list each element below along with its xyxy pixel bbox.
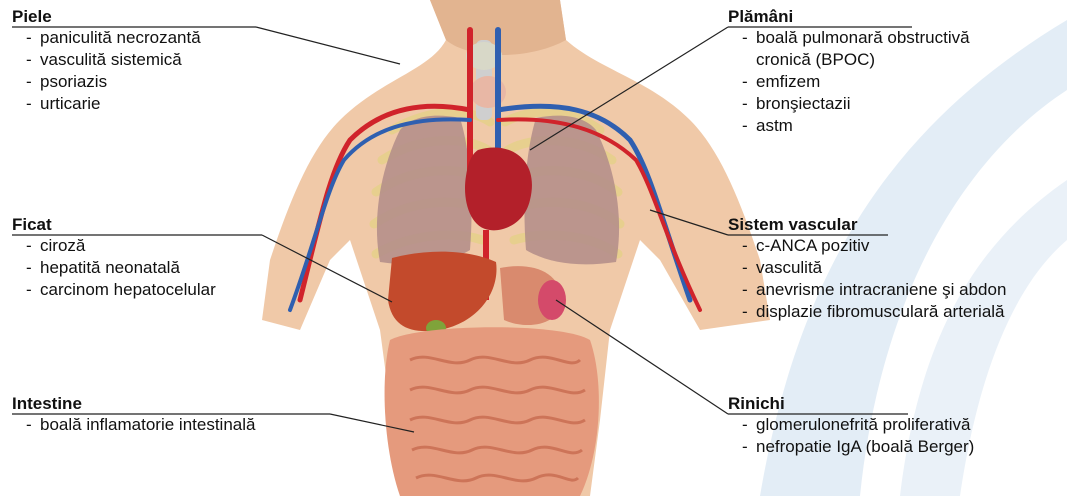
list-item: -vasculită [742, 257, 1006, 279]
list-item: -displazie fibromusculară arterială [742, 301, 1006, 323]
panel-intestine-heading: Intestine [12, 394, 255, 414]
list-item: -boală pulmonară obstructivă [742, 27, 970, 49]
panel-piele-list: -paniculită necrozantă -vasculită sistem… [12, 27, 201, 115]
list-item: -urticarie [26, 93, 201, 115]
list-item: -paniculită necrozantă [26, 27, 201, 49]
list-item: -emfizem [742, 71, 970, 93]
list-item: -bronşiectazii [742, 93, 970, 115]
panel-rinichi-list: -glomerulonefrită proliferativă -nefropa… [728, 414, 974, 458]
panel-ficat: Ficat -ciroză -hepatită neonatală -carci… [12, 215, 216, 301]
panel-sistem-vascular-list: -c-ANCA pozitiv -vasculită -anevrisme in… [728, 235, 1006, 323]
panel-ficat-list: -ciroză -hepatită neonatală -carcinom he… [12, 235, 216, 301]
panel-piele: Piele -paniculită necrozantă -vasculită … [12, 7, 201, 115]
list-item: -astm [742, 115, 970, 137]
panel-rinichi-heading: Rinichi [728, 394, 974, 414]
list-item: -psoriazis [26, 71, 201, 93]
panel-plamani-heading: Plămâni [728, 7, 970, 27]
panel-piele-heading: Piele [12, 7, 201, 27]
list-item: -hepatită neonatală [26, 257, 216, 279]
panel-ficat-heading: Ficat [12, 215, 216, 235]
list-item: -glomerulonefrită proliferativă [742, 414, 974, 436]
panel-intestine: Intestine -boală inflamatorie intestinal… [12, 394, 255, 436]
list-item: -c-ANCA pozitiv [742, 235, 1006, 257]
panel-plamani: Plămâni -boală pulmonară obstructivă cro… [728, 7, 970, 137]
list-item: -vasculită sistemică [26, 49, 201, 71]
list-item: cronică (BPOC) [742, 49, 970, 71]
list-item: -ciroză [26, 235, 216, 257]
panel-plamani-list: -boală pulmonară obstructivă cronică (BP… [728, 27, 970, 137]
list-item: -boală inflamatorie intestinală [26, 414, 255, 436]
list-item: -nefropatie IgA (boală Berger) [742, 436, 974, 458]
list-item: -anevrisme intracraniene şi abdon [742, 279, 1006, 301]
panel-sistem-vascular: Sistem vascular -c-ANCA pozitiv -vasculi… [728, 215, 1006, 323]
panel-sistem-vascular-heading: Sistem vascular [728, 215, 1006, 235]
panel-intestine-list: -boală inflamatorie intestinală [12, 414, 255, 436]
panel-rinichi: Rinichi -glomerulonefrită proliferativă … [728, 394, 974, 458]
list-item: -carcinom hepatocelular [26, 279, 216, 301]
